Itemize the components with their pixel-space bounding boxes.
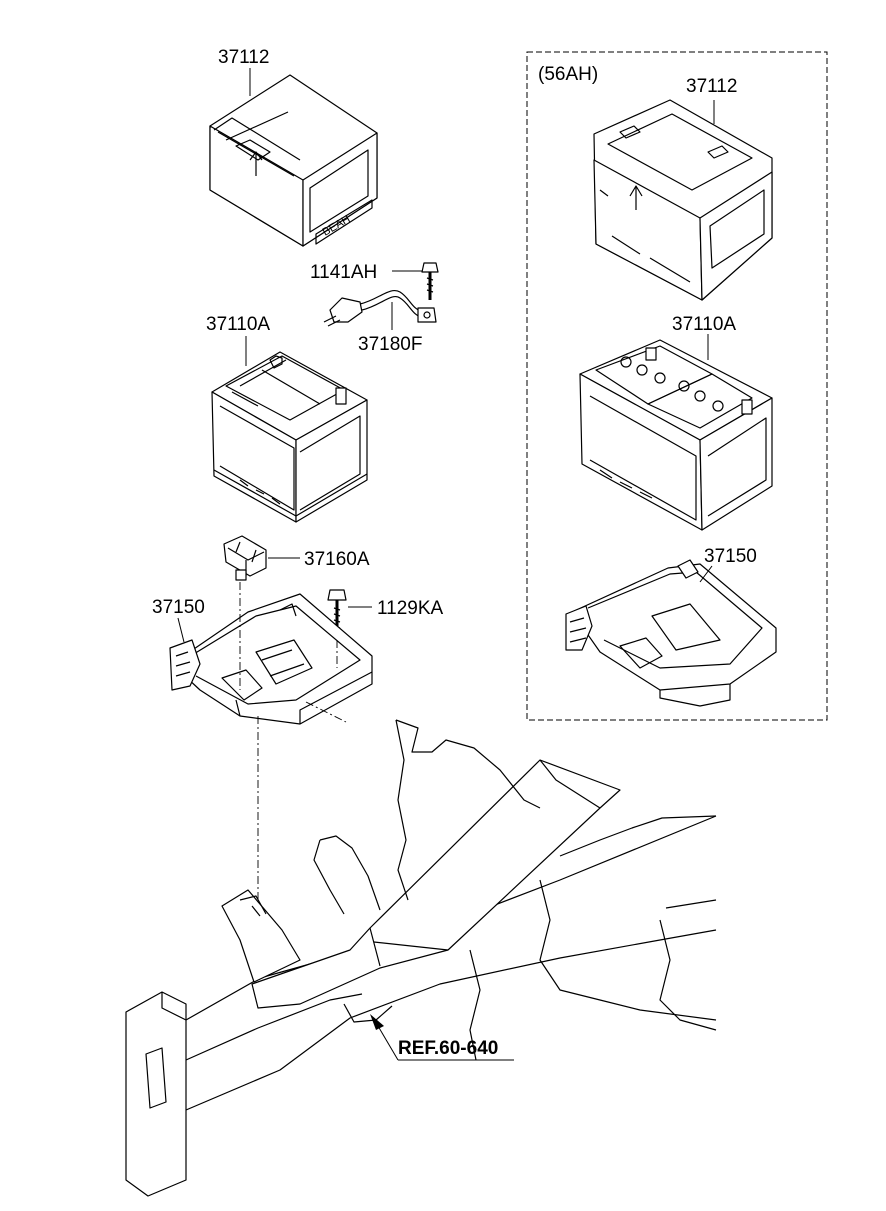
bolt-1129ka [327,589,347,636]
battery-clamp-37160a [223,535,267,581]
battery-tray-left [169,593,373,725]
label-37150-left: 37150 [152,597,205,618]
label-37180f: 37180F [358,334,422,355]
variant-56ah-frame [526,51,828,721]
label-1141ah: 1141AH [310,262,377,283]
reference-arrow [370,1014,514,1061]
vehicle-body-frame [125,719,717,1197]
battery-right [579,339,773,531]
label-1129ka: 1129KA [377,598,444,619]
battery-left [211,351,368,523]
battery-cover-left: BEAH [209,74,378,247]
label-37112-right: 37112 [686,76,737,97]
label-reference: REF.60-640 [398,1038,498,1059]
label-37150-right: 37150 [704,546,757,567]
battery-cable-37180f [323,290,437,327]
battery-cover-right [593,99,773,301]
label-37110a-right: 37110A [672,314,736,335]
label-56ah: (56AH) [538,64,598,85]
label-37112-left: 37112 [218,47,269,68]
label-37160a: 37160A [304,549,370,570]
label-37110a-left: 37110A [206,314,270,335]
battery-tray-right [565,559,777,707]
bolt-1141ah [421,262,439,300]
